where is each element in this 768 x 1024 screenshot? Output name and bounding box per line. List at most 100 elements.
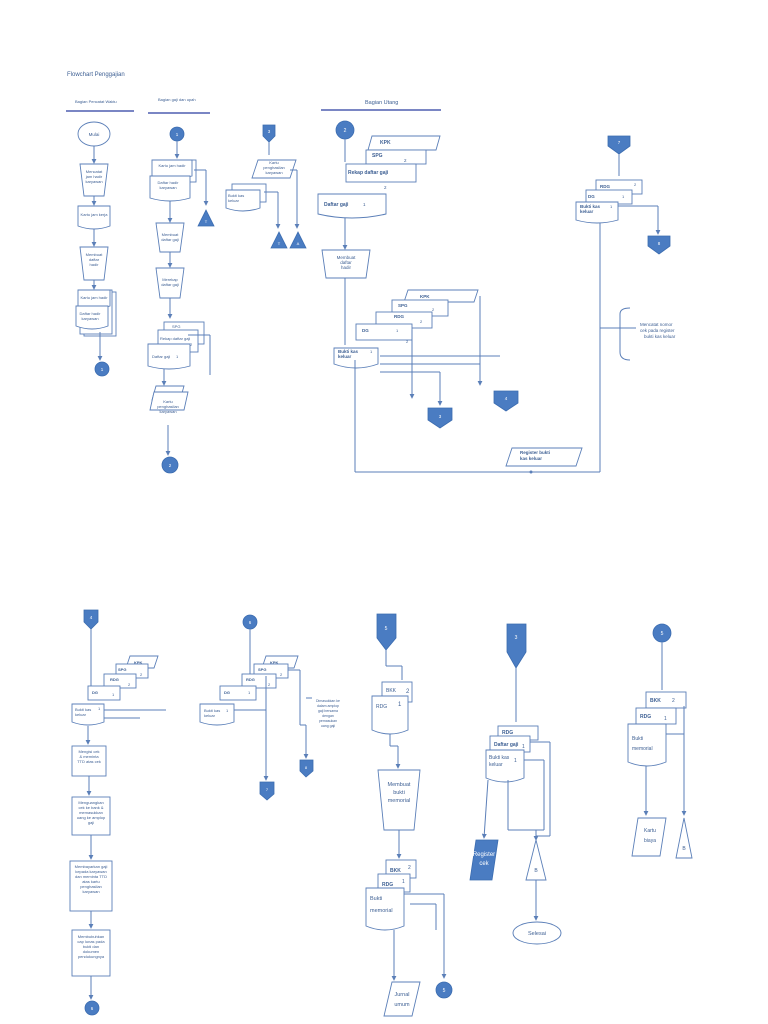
svg-text:1: 1	[664, 716, 667, 722]
svg-text:2: 2	[280, 672, 283, 677]
svg-text:B: B	[682, 846, 686, 852]
svg-text:1: 1	[610, 204, 613, 209]
process-step-4	[71, 929, 111, 977]
process-step-3	[69, 860, 113, 912]
svg-text:RDG: RDG	[246, 677, 255, 682]
offpage-connector-7	[607, 135, 631, 155]
svg-text:1: 1	[226, 708, 229, 713]
doc-register-bkk	[505, 447, 583, 467]
process-step-1	[71, 745, 107, 777]
svg-text:2: 2	[404, 158, 407, 163]
svg-text:SPG: SPG	[118, 667, 126, 672]
end-terminator	[512, 921, 562, 945]
connector-6-out	[84, 1000, 100, 1016]
svg-text:Daftar gaji: Daftar gaji	[324, 202, 349, 208]
svg-text:2: 2	[169, 463, 172, 468]
svg-text:2: 2	[420, 319, 423, 324]
svg-text:DG: DG	[224, 690, 230, 695]
svg-text:7: 7	[618, 140, 621, 145]
svg-text:T: T	[278, 241, 281, 246]
doc-memo	[365, 887, 405, 931]
svg-text:1: 1	[514, 758, 517, 764]
offpage-connector-4-out	[493, 390, 519, 412]
svg-text:5: 5	[385, 626, 388, 632]
svg-text:4: 4	[505, 396, 508, 401]
doc-daftar-gaji-p	[317, 193, 387, 219]
svg-text:1: 1	[176, 132, 179, 137]
svg-text:5: 5	[661, 631, 664, 637]
offpage-connector-3	[262, 124, 276, 143]
svg-text:RDG: RDG	[394, 314, 404, 319]
svg-text:Rekap daftar gaji: Rekap daftar gaji	[160, 336, 190, 341]
offpage-connector-7-out	[259, 781, 275, 801]
svg-text:1: 1	[622, 194, 625, 199]
doc-attendance-list	[75, 305, 109, 330]
svg-text:Rekap daftar gaji: Rekap daftar gaji	[348, 170, 389, 176]
svg-text:2: 2	[406, 339, 409, 344]
connector-2-out	[161, 456, 179, 474]
end-label: Selesai	[528, 931, 546, 937]
svg-text:Daftar gaji: Daftar gaji	[494, 742, 519, 748]
svg-text:2: 2	[432, 307, 435, 312]
svg-text:2: 2	[128, 682, 131, 687]
svg-text:6: 6	[249, 620, 252, 625]
offpage-connector-3-out	[427, 407, 453, 429]
chart-title: Flowchart Penggajian	[67, 72, 125, 78]
svg-text:RDG: RDG	[600, 184, 610, 189]
connector-5-out	[435, 981, 453, 999]
svg-text:2: 2	[634, 182, 637, 187]
doc-p-attendance	[149, 175, 191, 202]
header-timekeeping: Bagian Pencatat Waktu	[75, 99, 117, 104]
svg-text:2: 2	[408, 865, 411, 871]
svg-text:SPG: SPG	[398, 303, 408, 308]
svg-text:2: 2	[406, 689, 410, 695]
annotation-bracket	[619, 307, 631, 361]
svg-text:KPK: KPK	[270, 660, 279, 665]
svg-text:RDG: RDG	[382, 882, 393, 888]
doc-kpk	[367, 135, 441, 151]
svg-text:KPK: KPK	[420, 294, 430, 299]
doc-kpk-2	[403, 289, 479, 303]
doc-rdg-top	[371, 695, 409, 735]
start-label: Mulai	[89, 132, 100, 137]
svg-text:SPG: SPG	[258, 667, 266, 672]
svg-text:KPK: KPK	[380, 140, 391, 146]
doc-time-card-label: Kartu jam kerja	[81, 212, 109, 217]
doc-memo-5	[627, 723, 667, 767]
manual-op-make-list	[79, 246, 109, 281]
doc-jurnal	[383, 981, 421, 1017]
doc-bkk-r	[575, 201, 619, 224]
doc-payroll-list	[147, 343, 191, 370]
connector-1-out	[94, 361, 110, 377]
svg-text:1: 1	[101, 367, 104, 372]
svg-text:SPG: SPG	[172, 324, 180, 329]
header-payable: Bagian Utang	[365, 100, 398, 106]
svg-text:1: 1	[522, 744, 525, 750]
svg-text:2: 2	[344, 128, 347, 134]
svg-text:1: 1	[363, 202, 366, 207]
svg-text:BKK: BKK	[650, 698, 661, 704]
svg-text:KPK: KPK	[134, 660, 143, 665]
svg-text:T: T	[205, 219, 208, 224]
svg-text:Daftar gaji: Daftar gaji	[152, 354, 170, 359]
connector-B-file-2	[675, 817, 693, 859]
process-step-2	[71, 796, 111, 836]
offpage-connector-8-out	[299, 759, 314, 778]
svg-text:RDG: RDG	[640, 714, 651, 720]
svg-text:DG: DG	[362, 328, 369, 333]
doc-register-cek	[469, 839, 499, 881]
svg-text:BKK: BKK	[386, 688, 397, 694]
doc-time-card	[77, 205, 111, 230]
